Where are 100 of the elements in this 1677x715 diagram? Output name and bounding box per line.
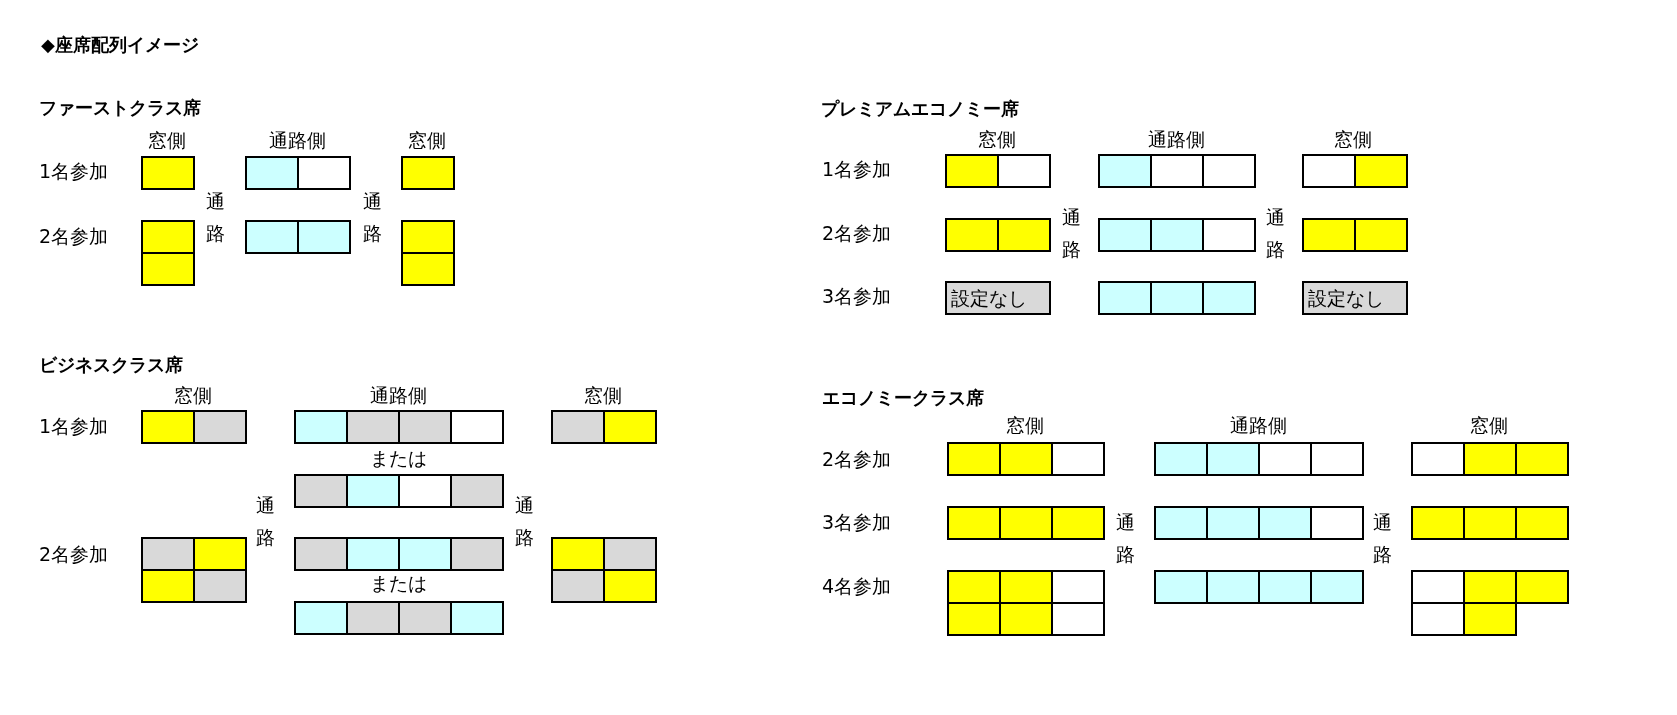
seat-box: [294, 410, 348, 444]
seat-box: [1154, 506, 1208, 540]
seat-box: [401, 156, 455, 190]
aisle-label: 通路: [363, 189, 382, 246]
seat-box: [1206, 442, 1260, 476]
seat-box: [1515, 570, 1569, 604]
seat-box: [346, 601, 400, 635]
seat-box: [1463, 442, 1517, 476]
aisle-label: 通路: [1062, 205, 1081, 262]
seat-box: [945, 154, 999, 188]
seat-box: [1051, 442, 1105, 476]
seat-box: [297, 220, 351, 254]
row-label: 4名参加: [822, 575, 892, 598]
section-heading: プレミアムエコノミー席: [821, 98, 1019, 120]
column-header: 窓側: [978, 128, 1016, 151]
column-header: 窓側: [584, 384, 622, 407]
seat-box: [141, 220, 195, 254]
seat-box: [945, 218, 999, 252]
or-label: または: [369, 447, 427, 470]
row-label: 3名参加: [822, 511, 892, 534]
seat-box: [193, 569, 247, 603]
seat-box: [398, 601, 452, 635]
seat-box: [1411, 442, 1465, 476]
unavailable-seat-box: 設定なし: [945, 281, 1051, 315]
seat-box: [999, 506, 1053, 540]
seat-box: [997, 154, 1051, 188]
seat-box: [346, 474, 400, 508]
seat-box: [1310, 442, 1364, 476]
seat-box: [1051, 570, 1105, 604]
seat-box: [603, 537, 657, 571]
title: ◆座席配列イメージ: [41, 34, 199, 56]
column-header: 通路側: [268, 129, 326, 152]
seat-box: [947, 602, 1001, 636]
seat-box: [450, 410, 504, 444]
column-header: 窓側: [1006, 414, 1044, 437]
seat-box: [1411, 570, 1465, 604]
seat-box: [1098, 154, 1152, 188]
seat-box: [551, 569, 605, 603]
seat-box: [1098, 281, 1152, 315]
column-header: 通路側: [1147, 128, 1205, 151]
column-header: 窓側: [1334, 128, 1372, 151]
seat-box: [401, 220, 455, 254]
seat-box: [1098, 218, 1152, 252]
seat-box: [1354, 154, 1408, 188]
aisle-label: 通路: [1116, 510, 1135, 567]
section-heading: ファーストクラス席: [39, 97, 201, 119]
seat-box: [999, 442, 1053, 476]
seat-box: [947, 570, 1001, 604]
seat-box: [141, 252, 195, 286]
row-label: 2名参加: [822, 448, 892, 471]
seat-box: [551, 410, 605, 444]
aisle-label: 通路: [206, 189, 225, 246]
seat-box: [294, 537, 348, 571]
seat-box: [1202, 281, 1256, 315]
seat-box: [141, 410, 195, 444]
seat-box: [947, 506, 1001, 540]
seat-box: [1150, 218, 1204, 252]
seat-box: [1354, 218, 1408, 252]
seat-box: [450, 474, 504, 508]
seat-box: [346, 410, 400, 444]
seat-box: [999, 602, 1053, 636]
seat-box: [346, 537, 400, 571]
seat-box: [141, 156, 195, 190]
seat-box: [398, 537, 452, 571]
seat-box: [999, 570, 1053, 604]
seat-box: [1202, 218, 1256, 252]
seat-box: [193, 410, 247, 444]
seat-box: [1463, 602, 1517, 636]
seat-box: [245, 156, 299, 190]
seat-box: [1150, 154, 1204, 188]
seat-box: [1051, 602, 1105, 636]
row-label: 2名参加: [39, 543, 109, 566]
aisle-label: 通路: [515, 493, 534, 550]
row-label: 1名参加: [39, 415, 109, 438]
seat-box: [294, 601, 348, 635]
row-label: 2名参加: [822, 222, 892, 245]
seat-box: [1310, 570, 1364, 604]
seat-box: [141, 569, 195, 603]
seat-box: [245, 220, 299, 254]
row-label: 1名参加: [39, 160, 109, 183]
seat-box: [1258, 506, 1312, 540]
seat-box: [1051, 506, 1105, 540]
seat-box: [1515, 506, 1569, 540]
seat-box: [1411, 602, 1465, 636]
seat-box: [141, 537, 195, 571]
seat-box: [450, 601, 504, 635]
aisle-label: 通路: [1266, 205, 1285, 262]
seat-box: [1258, 570, 1312, 604]
seat-box: [603, 410, 657, 444]
seat-box: [398, 474, 452, 508]
seat-box: [1154, 570, 1208, 604]
section-heading: エコノミークラス席: [822, 387, 984, 409]
column-header: 窓側: [174, 384, 212, 407]
seat-box: [297, 156, 351, 190]
column-header: 窓側: [1470, 414, 1508, 437]
seat-box: [1258, 442, 1312, 476]
seat-box: [450, 537, 504, 571]
seat-box: [193, 537, 247, 571]
column-header: 通路側: [1229, 414, 1287, 437]
seat-box: [1463, 570, 1517, 604]
